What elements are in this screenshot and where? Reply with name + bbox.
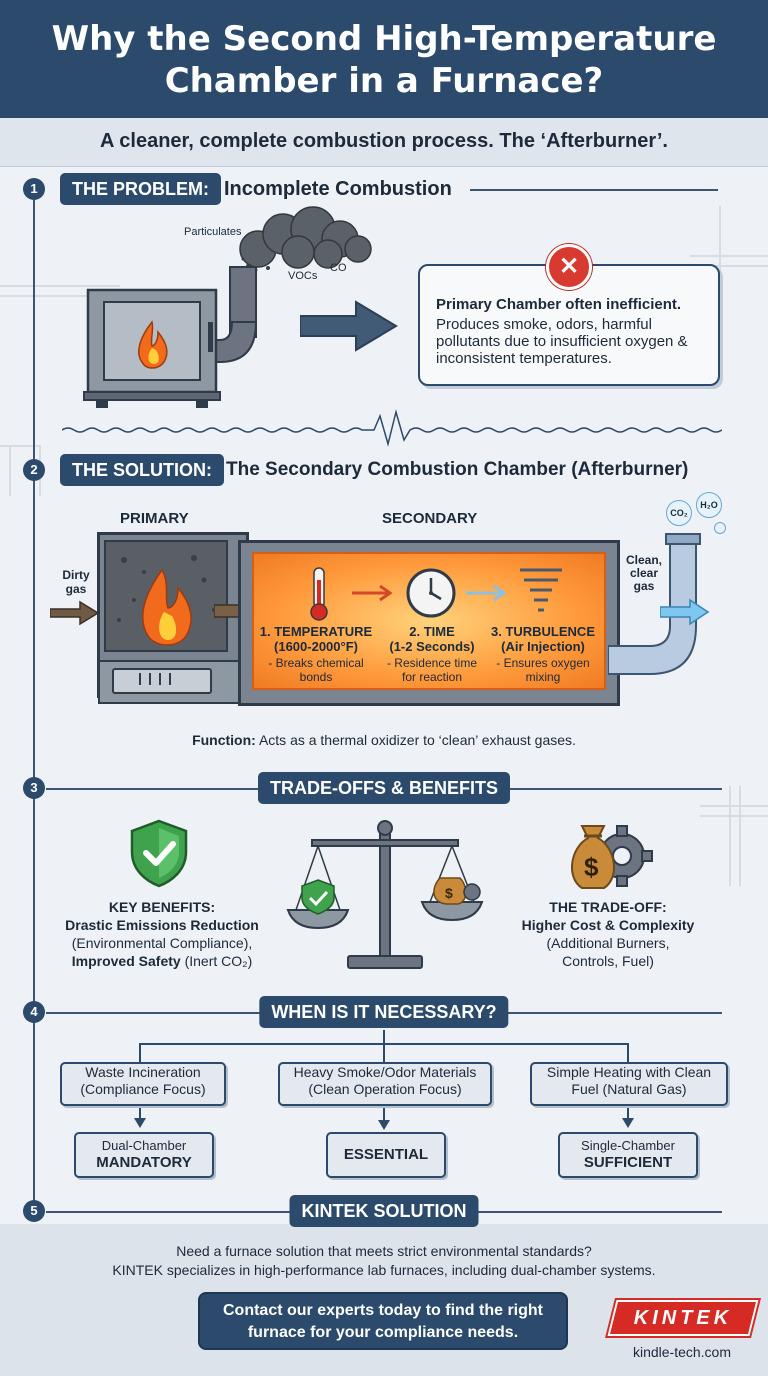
factor-turbulence-title: 3. TURBULENCE(Air Injection): [490, 624, 595, 654]
section-2-pill: THE SOLUTION:: [60, 454, 224, 486]
money-bag-gear-icon: $: [570, 825, 653, 889]
section-4-pill: WHEN IS IT NECESSARY?: [259, 996, 509, 1028]
smoke-cloud-icon: [239, 206, 372, 272]
section-1-title: Incomplete Combustion: [224, 178, 452, 200]
contact-experts-button[interactable]: Contact our experts today to find the ri…: [198, 1292, 568, 1350]
primary-vent-grille: [112, 668, 212, 694]
wave-divider: [62, 409, 722, 447]
exhaust-pipe-icon: [608, 533, 701, 675]
result-single-chamber-sufficient: Single-Chamber SUFFICIENT: [558, 1132, 698, 1178]
section-3-pill: TRADE-OFFS & BENEFITS: [258, 772, 510, 804]
co2-bubble: CO₂: [666, 500, 692, 526]
subtitle: A cleaner, complete combustion process. …: [0, 118, 768, 167]
function-statement: Function: Acts as a thermal oxidizer to …: [192, 732, 576, 748]
problem-body-text: Produces smoke, odors, harmful pollutant…: [436, 316, 688, 367]
vent-slots: [139, 673, 171, 685]
secondary-label: SECONDARY: [382, 510, 478, 527]
tradeoff-block: THE TRADE-OFF: Higher Cost & Complexity …: [521, 899, 695, 969]
tornado-icon: [520, 568, 562, 612]
small-bubble: [714, 522, 726, 534]
svg-text:$: $: [584, 852, 599, 882]
section-3-number: 3: [23, 777, 45, 799]
kintek-logo[interactable]: KINTEK: [607, 1300, 759, 1336]
section-1-number: 1: [23, 178, 45, 200]
section-1-pill: THE PROBLEM:: [60, 173, 221, 205]
dirty-gas-arrow-icon: [50, 600, 100, 626]
primary-label: PRIMARY: [120, 510, 189, 527]
section-5-number: 5: [23, 1200, 45, 1222]
website-link[interactable]: kindle-tech.com: [632, 1344, 732, 1360]
kintek-pitch-text: Need a furnace solution that meets stric…: [112, 1243, 656, 1278]
factor-temperature-title: 1. TEMPERATURE(1600-2000°F): [259, 624, 373, 654]
primary-furnace-icon: [83, 266, 258, 408]
problem-arrow-icon: [300, 300, 398, 352]
section-4-number: 4: [23, 1001, 45, 1023]
svg-text:$: $: [445, 885, 453, 901]
x-alert-icon: ✕: [546, 244, 592, 290]
result-essential: ESSENTIAL: [326, 1132, 446, 1178]
case-waste-incineration: Waste Incineration(Compliance Focus): [60, 1062, 226, 1106]
benefits-block: KEY BENEFITS: Drastic Emissions Reductio…: [65, 899, 259, 969]
section-2-title: The Secondary Combustion Chamber (Afterb…: [226, 459, 689, 480]
primary-flame-icon: [117, 555, 216, 646]
problem-lead-text: Primary Chamber often inefficient.: [436, 296, 682, 313]
section-5-pill: KINTEK SOLUTION: [289, 1195, 479, 1227]
section-2-number: 2: [23, 459, 45, 481]
decision-tree-connectors: [134, 1030, 634, 1130]
case-heavy-smoke: Heavy Smoke/Odor Materials(Clean Operati…: [278, 1062, 492, 1106]
clock-icon: [406, 568, 456, 618]
balance-scale-icon: $: [286, 820, 484, 969]
smoke-label-particulates: Particulates: [184, 226, 242, 238]
thermometer-icon: [310, 567, 328, 621]
smoke-label-co: CO: [330, 262, 347, 274]
flow-arrow-2-icon: [466, 584, 507, 602]
timeline-rail: [33, 190, 35, 1220]
section-1-divider: [470, 189, 718, 191]
flow-arrow-1-icon: [352, 584, 393, 602]
clean-gas-arrow-icon: [660, 598, 710, 626]
smoke-label-vocs: VOCs: [288, 270, 318, 282]
factor-time-title: 2. TIME(1-2 Seconds): [389, 624, 475, 654]
result-dual-chamber-mandatory: Dual-Chamber MANDATORY: [74, 1132, 214, 1178]
h2o-bubble: H₂O: [696, 492, 722, 518]
shield-check-icon: [130, 819, 188, 888]
